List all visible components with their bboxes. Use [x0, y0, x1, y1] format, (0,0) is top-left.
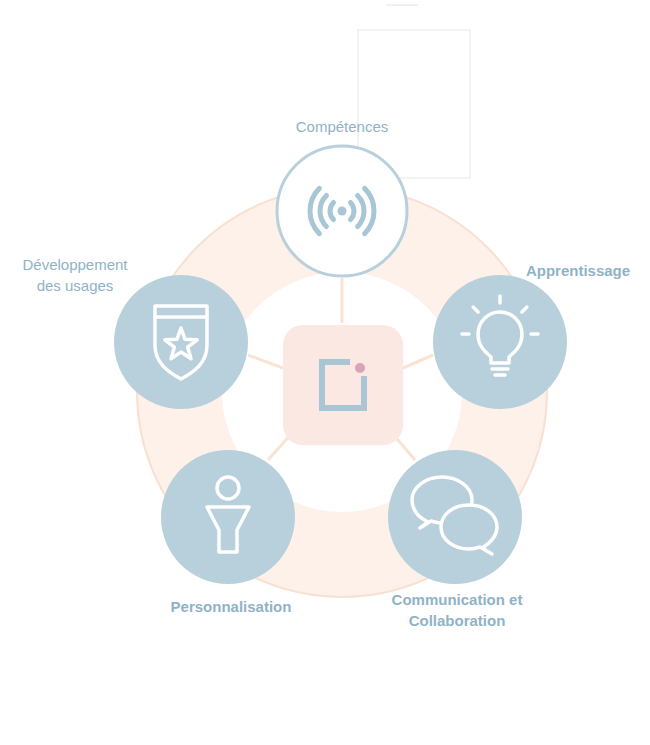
bulb-glass: [478, 312, 522, 363]
topic-circle: Compétences: [275, 144, 409, 278]
signal-arc: [358, 195, 364, 226]
topic-label: Communication et Collaboration: [391, 589, 523, 631]
circle-shape: [388, 450, 522, 584]
shield-band: [155, 315, 207, 319]
bulb-base: [492, 367, 508, 371]
spoke: [341, 278, 344, 323]
circle-fill: [433, 275, 567, 409]
shield-outline: [155, 306, 207, 379]
chat-icon: [412, 477, 497, 554]
shield-icon: [155, 306, 207, 379]
person-icon: [207, 477, 249, 552]
signal-icon: [310, 188, 374, 233]
circle-fill: [388, 450, 522, 584]
person-body: [207, 507, 249, 552]
speech-bubble: [441, 505, 497, 554]
bulb-ray: [462, 332, 469, 336]
center-logo-dot: [355, 363, 365, 373]
center-logo: [322, 362, 364, 408]
signal-arc: [365, 188, 374, 233]
topic-circle: Développement des usages: [114, 275, 248, 409]
circle-shape: [114, 275, 248, 409]
circle-fill: [277, 146, 407, 276]
person-head: [217, 477, 239, 499]
circle-fill: [161, 450, 295, 584]
spokes: [248, 278, 433, 460]
faint-mark: [386, 4, 418, 6]
signal-arc: [320, 195, 326, 226]
spoke: [248, 355, 283, 368]
circle-shape: [433, 275, 567, 409]
topic-label: Apprentissage: [526, 260, 630, 281]
circle-shape: [275, 144, 409, 278]
signal-arc: [350, 203, 354, 220]
topic-label: Personnalisation: [171, 596, 292, 617]
bulb-base: [495, 373, 505, 377]
signal-arc: [310, 188, 319, 233]
topic-label: Développement des usages: [11, 254, 139, 296]
bulb-ray: [473, 307, 478, 312]
signal-dot: [338, 207, 347, 216]
bulb-icon: [462, 296, 538, 375]
topic-circle: Apprentissage: [433, 275, 567, 409]
center-badge: [283, 325, 403, 445]
bulb-ray: [498, 296, 502, 303]
bulb-ray: [531, 332, 538, 336]
circle-fill: [114, 275, 248, 409]
circle-shape: [161, 450, 295, 584]
topic-circle: Personnalisation: [161, 450, 295, 584]
spoke: [403, 355, 433, 368]
bulb-ray: [522, 307, 527, 312]
topic-circle: Communication et Collaboration: [388, 450, 522, 584]
star: [165, 328, 197, 359]
topic-label: Compétences: [296, 116, 389, 137]
signal-arc: [330, 203, 334, 220]
